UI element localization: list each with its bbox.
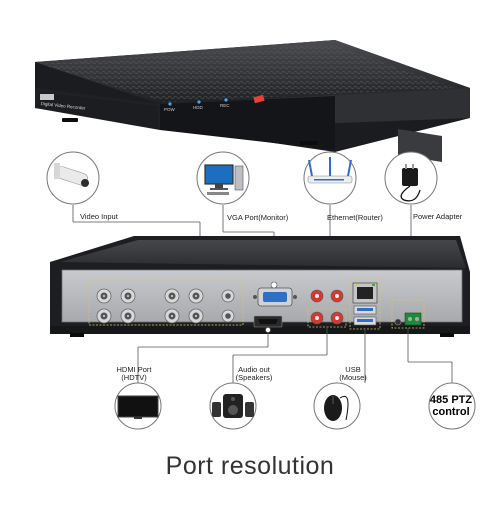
device-foot [300,141,318,145]
bnc-connector-icon [221,289,235,303]
cctv-camera-icon [54,163,89,187]
audio-rca-group [310,289,344,325]
bnc-connector-icon [164,288,180,304]
ptz-terminal-icon [404,312,422,326]
ethernet-port-icon [352,282,378,304]
dvr-front-device [35,40,470,163]
ir-window-icon [253,94,265,104]
bnc-connector-icon [188,308,204,324]
bnc-connector-icon [120,308,136,324]
callout-dot [265,327,271,333]
callout-video-input [46,151,201,262]
rca-audio-in-icon [310,289,324,303]
bnc-connector-icon [164,308,180,324]
led-label-rec: REC [220,103,230,108]
led-label-pow: POW [164,107,175,112]
ptz-text: 485 PTZ control [429,394,473,418]
bnc-connector-icon [221,309,235,323]
rca-audio-in-icon [330,289,344,303]
desktop-computer-icon [204,164,244,195]
power-adapter-icon [400,164,421,202]
bnc-connector-icon [120,288,136,304]
rca-audio-out-icon [310,311,324,325]
usb-port-icon [353,316,377,326]
page-title: Port resolution [165,452,335,480]
speakers-icon [212,394,254,418]
callout-hdmi [114,382,162,430]
vga-port-icon [253,287,297,307]
bnc-connector-icon [96,308,112,324]
device-foot [62,118,78,122]
callout-usb [313,382,361,430]
label-audio-out: Audio out (Speakers) [235,365,273,382]
usb-port-icon [353,305,377,315]
led-hdd-icon [197,100,201,104]
bnc-connector-icon [96,288,112,304]
device-foot [70,333,84,337]
hdmi-port-icon [253,315,283,328]
label-vga-port: VGA Port(Monitor) [227,213,289,222]
bnc-connector-group [96,288,235,324]
device-foot [440,333,454,337]
label-power-adapter: Power Adapter [413,212,463,221]
label-usb: USB (Mouse) [339,365,367,382]
wifi-router-icon [307,157,353,184]
callout-audio [209,382,257,430]
brand-logo-icon [40,94,54,100]
mouse-icon [324,395,349,421]
callout-dot [270,281,278,289]
bnc-connector-icon [188,288,204,304]
led-label-hdd: HDD [193,105,203,110]
label-ethernet: Ethernet(Router) [327,213,383,222]
tv-icon [117,395,159,419]
led-rec-icon [224,98,228,102]
video-input-group-outline [88,280,244,326]
rca-audio-out-icon [330,311,344,325]
callout-power [384,151,438,312]
dc-power-jack-icon [394,318,402,326]
label-video-input: Video Input [80,212,118,221]
led-pow-icon [168,102,172,106]
power-ptz-outline [391,299,425,329]
label-hdmi-port: HDMI Port (HDTV) [116,365,152,382]
callout-ptz [428,382,476,430]
